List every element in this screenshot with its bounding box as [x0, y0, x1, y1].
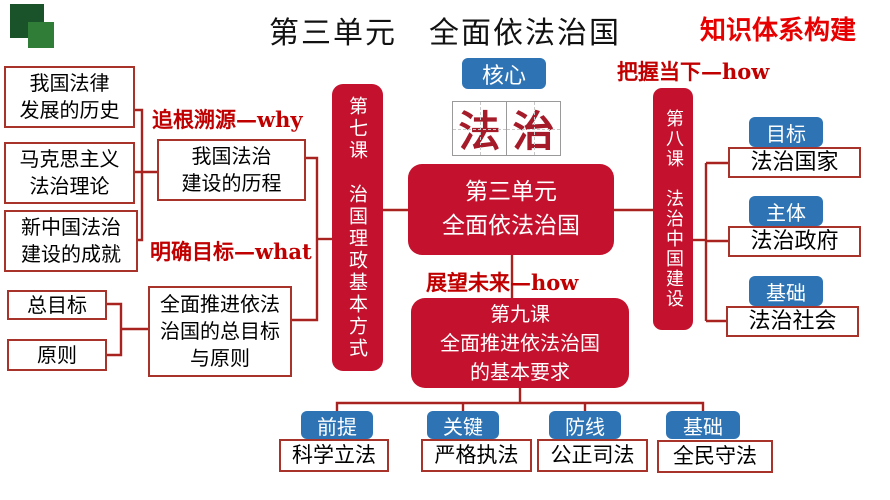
lesson8-box-society: 法治社会	[726, 306, 859, 337]
lesson9-tag-defense: 防线	[549, 411, 621, 439]
annotation-what: 明确目标—what	[150, 239, 312, 264]
lesson9-box-enforcement: 严格执法	[421, 439, 532, 472]
lesson9-tag-premise: 前提	[301, 411, 373, 439]
lesson8-tag-subject: 主体	[749, 196, 823, 226]
lesson8-bar: 第八课 法治中国建设	[653, 88, 693, 330]
lesson7-bar: 第七课 治国理政基本方式	[332, 84, 383, 371]
lesson7-principle-box: 原则	[7, 339, 107, 371]
lesson9-tag-key: 关键	[427, 411, 499, 439]
calligraphy-char-zhi: 治	[506, 101, 561, 156]
watermark-label: 知识体系构建	[700, 16, 857, 46]
lesson7-goal-box: 总目标	[7, 290, 107, 320]
lesson7-history-box-1: 我国法律 发展的历史	[4, 66, 135, 128]
calligraphy-grid: 法 治	[452, 101, 561, 156]
core-tag: 核心	[462, 58, 546, 89]
lesson7-history-box-2: 马克思主义 法治理论	[4, 142, 135, 204]
annotation-why: 追根溯源—why	[152, 107, 303, 132]
lesson8-box-government: 法治政府	[728, 226, 861, 257]
lesson9-box-legislation: 科学立法	[279, 439, 389, 472]
lesson9-box-justice: 公正司法	[537, 439, 648, 472]
lesson7-history-box-3: 新中国法治 建设的成就	[4, 210, 138, 272]
center-unit-node: 第三单元 全面依法治国	[408, 164, 614, 255]
lesson9-tag-foundation: 基础	[666, 411, 740, 439]
calligraphy-char-fa: 法	[452, 101, 507, 156]
logo-square-front	[28, 22, 54, 48]
annotation-how-now: 把握当下—how	[617, 59, 770, 84]
lesson7-summary-box: 全面推进依法 治国的总目标 与原则	[148, 286, 292, 377]
lesson9-node: 第九课 全面推进依法治国 的基本要求	[411, 298, 629, 388]
slide-title: 第三单元 全面依法治国	[269, 16, 621, 51]
annotation-how-future: 展望未来—how	[426, 270, 579, 295]
lesson8-tag-foundation: 基础	[749, 276, 823, 306]
lesson8-box-state: 法治国家	[728, 147, 861, 178]
lesson9-box-compliance: 全民守法	[657, 440, 773, 473]
lesson7-process-box: 我国法治 建设的历程	[157, 139, 306, 201]
lesson8-tag-goal: 目标	[749, 117, 823, 147]
